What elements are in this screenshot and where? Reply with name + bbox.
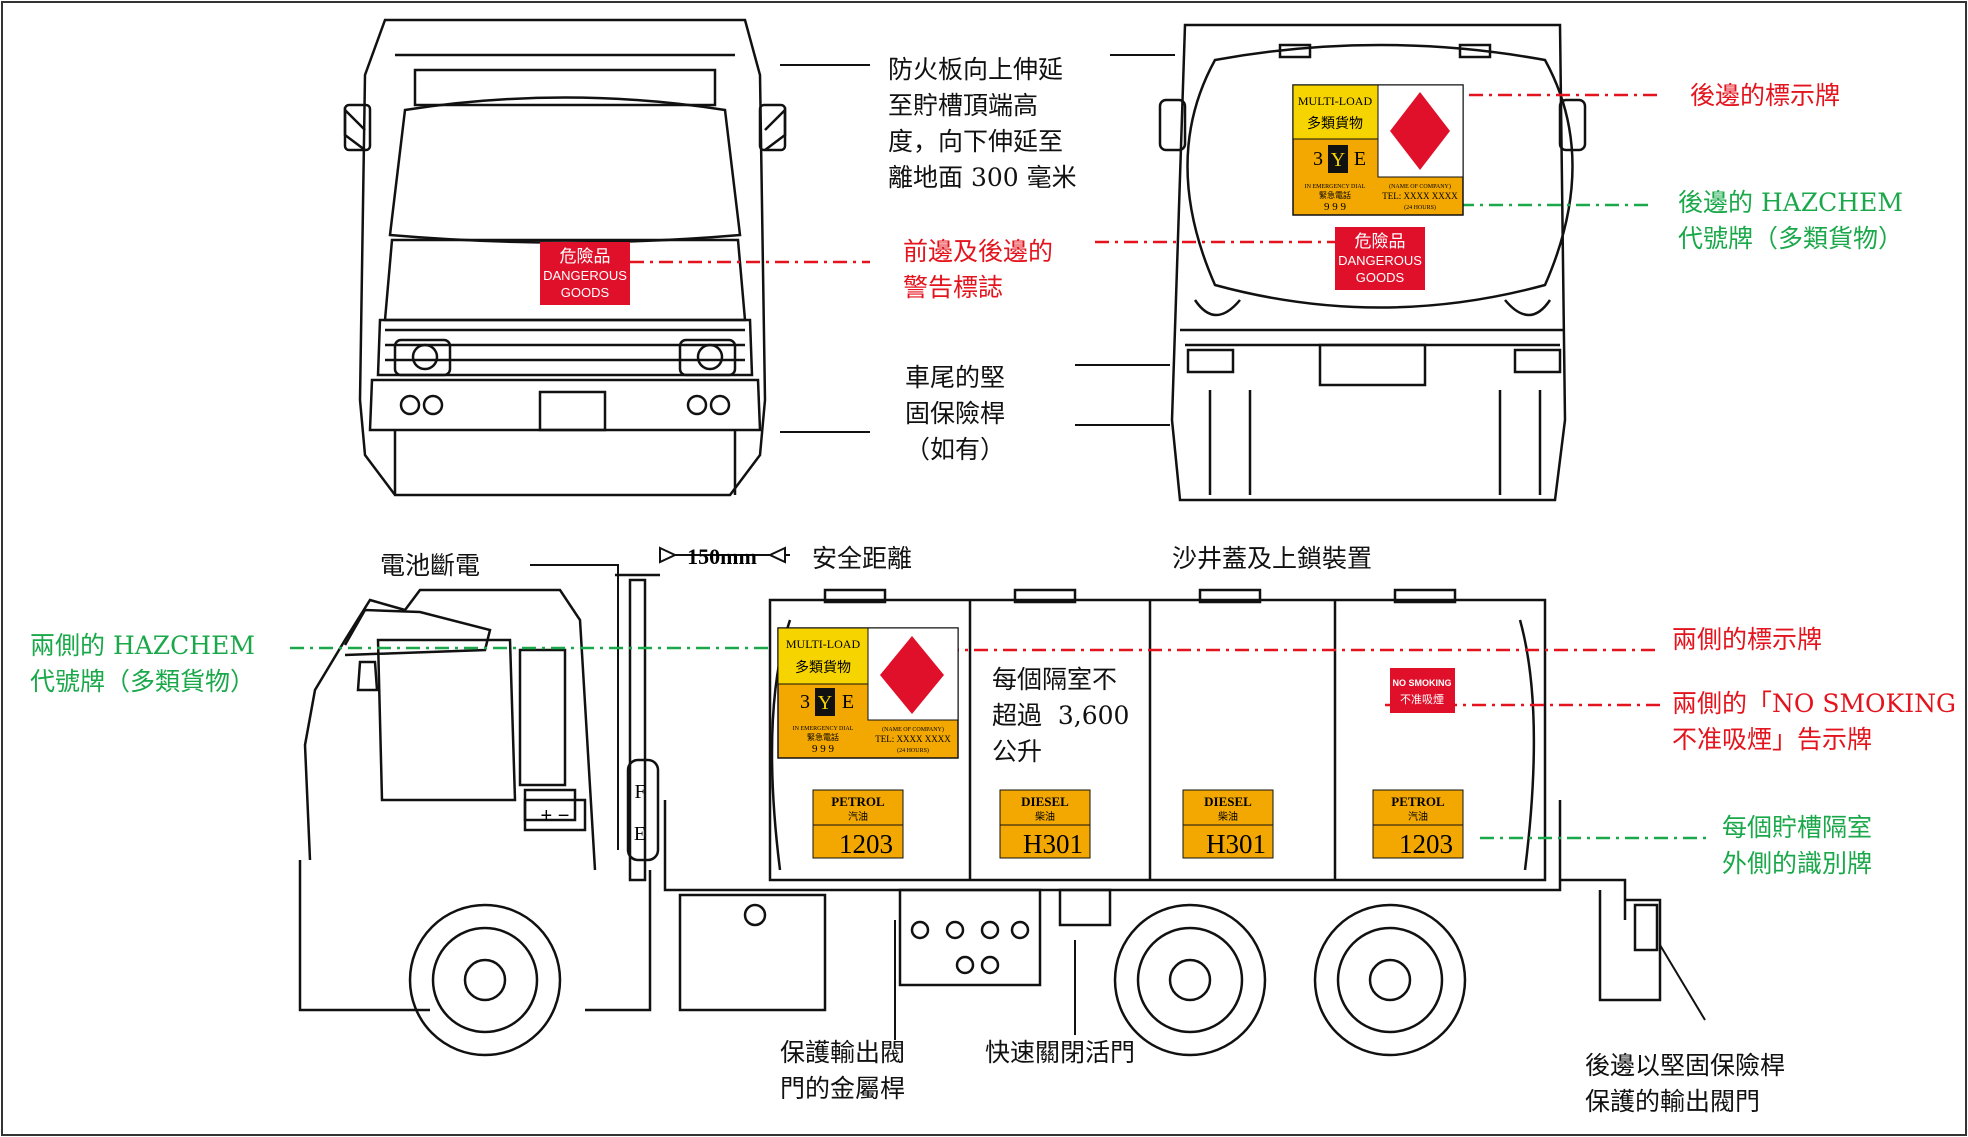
compartment-product: DIESEL	[1021, 794, 1069, 809]
rear-multi-load: MULTI-LOAD	[1298, 94, 1373, 108]
compartment-product-cn: 汽油	[1408, 810, 1428, 823]
side-hazchem-mid: Y	[818, 692, 832, 714]
rear-view-tanker	[1158, 23, 1587, 502]
label-rear-bumper: 車尾的堅 固保險桿 （如有）	[905, 363, 1006, 464]
side-multi-cn: 多類貨物	[795, 659, 851, 676]
rear-hazchem-pre: 3	[1313, 148, 1323, 170]
compartment-product: PETROL	[1391, 794, 1445, 809]
distance-value: 150mm	[687, 544, 757, 569]
label-front-rear-warning: 前邊及後邊的 警告標誌	[903, 237, 1054, 302]
rear-emergency: IN EMERGENCY DIAL	[1305, 184, 1366, 190]
fe-label-f: F	[634, 781, 645, 803]
rear-hazchem-mid: Y	[1331, 149, 1345, 171]
compartment-product: DIESEL	[1204, 794, 1252, 809]
fe-label-e: E	[634, 823, 646, 845]
dg-sign-front: 危險品 DANGEROUS GOODS	[540, 242, 630, 305]
label-side-no-smoking: 兩側的「NO SMOKING 不准吸煙」告示牌	[1672, 689, 1956, 754]
dg-sign-front-en2: GOODS	[561, 285, 610, 300]
dg-sign-rear-cn: 危險品	[1355, 232, 1406, 251]
rear-hazchem-post: E	[1354, 148, 1366, 170]
side-emergency: IN EMERGENCY DIAL	[793, 726, 854, 732]
side-hours: (24 HOURS)	[897, 747, 929, 754]
rear-emergency-cn: 緊急電話	[1319, 190, 1351, 200]
rear-multi-cn: 多類貨物	[1307, 115, 1363, 132]
compartment-plates: PETROL汽油1203DIESEL柴油H301DIESEL柴油H301PETR…	[812, 789, 1464, 859]
label-firewall: 防火板向上伸延 至貯槽頂端高 度，向下伸延至 離地面 300 毫米	[888, 55, 1077, 192]
no-smoking-en: NO SMOKING	[1392, 678, 1451, 688]
rear-hours: (24 HOURS)	[1404, 204, 1436, 211]
compartment-product: PETROL	[831, 794, 885, 809]
side-hazchem-pre: 3	[800, 691, 810, 713]
compartment-product-cn: 汽油	[848, 810, 868, 823]
compartment-un-number: 1203	[839, 829, 893, 859]
side-company: (NAME OF COMPANY)	[882, 726, 944, 733]
no-smoking-cn: 不准吸煙	[1400, 693, 1444, 706]
label-compartment-id: 每個貯槽隔室 外側的識別牌	[1722, 813, 1873, 878]
side-emergency-num: 9 9 9	[812, 743, 835, 755]
label-safety-distance: 安全距離	[812, 544, 913, 573]
compartment-product-cn: 柴油	[1218, 810, 1238, 823]
dg-sign-rear-en2: GOODS	[1356, 270, 1405, 285]
rear-emergency-num: 9 9 9	[1324, 201, 1347, 213]
dg-sign-front-cn: 危險品	[560, 247, 611, 266]
distance-arrows	[659, 546, 786, 564]
compartment-product-cn: 柴油	[1035, 810, 1055, 823]
compartment-un-number: H301	[1206, 829, 1266, 859]
dg-sign-rear: 危險品 DANGEROUS GOODS	[1335, 227, 1425, 290]
label-compartment-limit: 每個隔室不 超過 3,600 公升	[992, 665, 1130, 766]
hazchem-placard-side: MULTI-LOAD 多類貨物 3 Y E IN EMERGENCY DIAL …	[777, 627, 959, 759]
label-battery: 電池斷電	[380, 551, 481, 580]
label-rear-hazchem: 後邊的 HAZCHEM 代號牌（多類貨物）	[1678, 188, 1904, 253]
side-multi-load: MULTI-LOAD	[786, 637, 861, 651]
compartment-un-number: 1203	[1399, 829, 1453, 859]
label-manhole: 沙井蓋及上鎖裝置	[1172, 544, 1373, 573]
rear-tel: TEL: XXXX XXXX	[1382, 191, 1458, 201]
dg-sign-rear-en1: DANGEROUS	[1338, 253, 1422, 268]
side-hazchem-post: E	[842, 691, 854, 713]
label-quick-valve: 快速關閉活門	[985, 1038, 1136, 1067]
rear-company: (NAME OF COMPANY)	[1389, 183, 1451, 190]
no-smoking-sign: NO SMOKING 不准吸煙	[1390, 668, 1455, 713]
battery-sign: + −	[541, 805, 570, 827]
label-rear-outlet: 後邊以堅固保險桿 保護的輸出閥門	[1585, 1051, 1786, 1116]
front-view-truck	[343, 18, 787, 497]
label-valve-bars: 保護輸出閥 門的金屬桿	[780, 1038, 906, 1103]
label-side-hazchem: 兩側的 HAZCHEM 代號牌（多類貨物）	[30, 631, 256, 696]
label-side-placard: 兩側的標示牌	[1672, 625, 1823, 654]
compartment-un-number: H301	[1023, 829, 1083, 859]
dg-sign-front-en1: DANGEROUS	[543, 268, 627, 283]
side-emergency-cn: 緊急電話	[807, 732, 839, 742]
hazchem-placard-rear: MULTI-LOAD 多類貨物 3 Y E IN EMERGENCY DIAL …	[1292, 84, 1464, 216]
label-rear-placard: 後邊的標示牌	[1690, 81, 1841, 110]
leader-lines-green	[290, 203, 1710, 840]
leader-lines-red	[630, 93, 1660, 707]
side-tel: TEL: XXXX XXXX	[875, 734, 951, 744]
